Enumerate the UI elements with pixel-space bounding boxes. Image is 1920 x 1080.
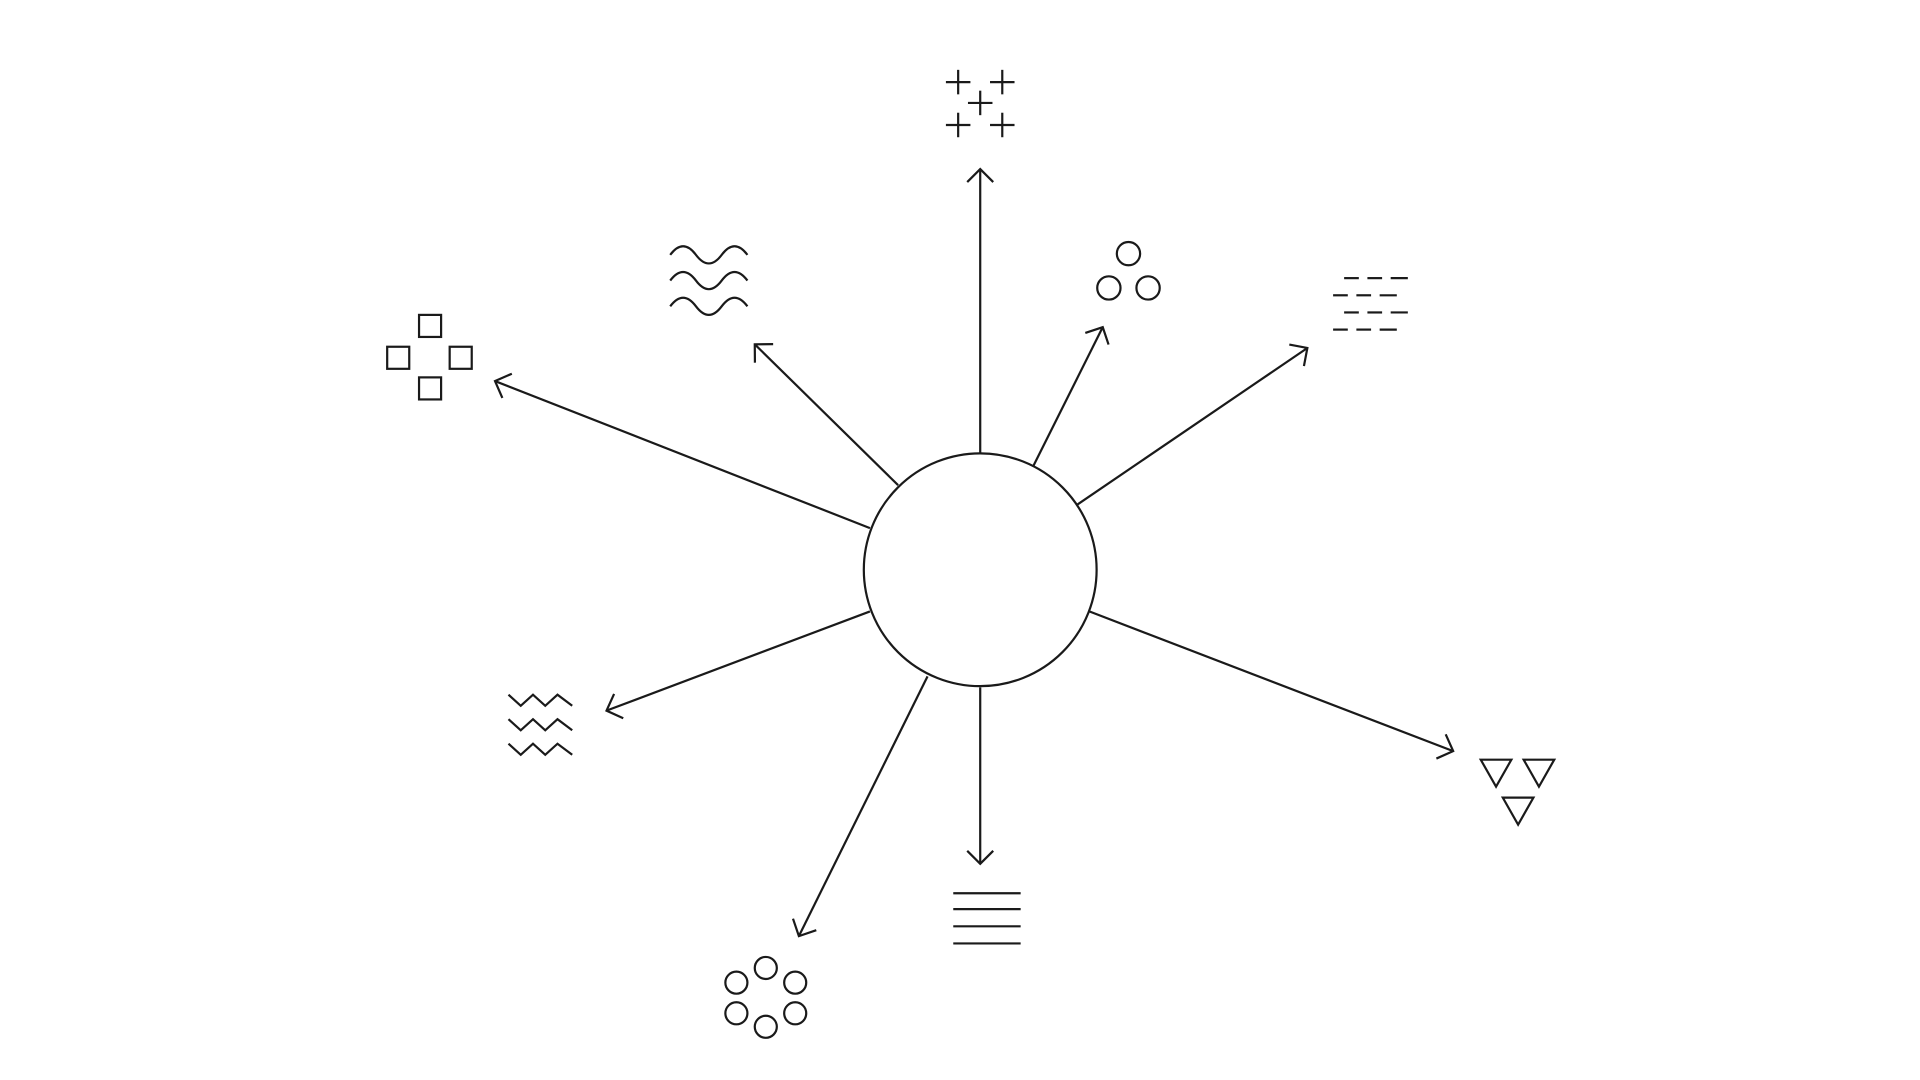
small-square <box>448 345 473 370</box>
small-circle <box>783 1001 808 1026</box>
crosses-icon <box>945 69 1015 138</box>
arrow-head <box>605 693 624 720</box>
small-square <box>386 345 411 370</box>
arrow-left-upper <box>493 372 871 530</box>
arrow-right-lower <box>1088 610 1455 760</box>
arrow-right-upper <box>1076 343 1309 506</box>
small-circle <box>724 970 749 995</box>
arrow-head <box>1435 733 1455 760</box>
zigzag <box>507 717 573 732</box>
circles-trio-icon <box>1096 240 1161 301</box>
arrow-shaft <box>797 675 929 937</box>
small-square <box>417 376 443 401</box>
zigzag <box>507 693 573 708</box>
small-circle <box>753 955 778 981</box>
arrow-shaft <box>606 610 871 712</box>
arrow-shaft <box>494 380 871 530</box>
arrow-head <box>1084 325 1110 345</box>
arrow-bottom <box>966 687 994 866</box>
small-circle <box>1135 275 1161 301</box>
small-circle <box>783 970 808 995</box>
center-circle <box>862 452 1098 688</box>
solid-lines-icon <box>953 892 1021 945</box>
wave <box>669 270 749 291</box>
small-circle <box>1115 240 1142 267</box>
triangle <box>1478 758 1514 789</box>
arrow-lower-left <box>791 675 929 938</box>
circle-ring-icon <box>724 955 808 1039</box>
dashed-lines-icon <box>1333 277 1408 331</box>
small-circle <box>724 1001 749 1026</box>
arrow-top <box>966 167 994 454</box>
wave <box>669 245 749 265</box>
small-square <box>417 313 443 339</box>
arrow-left-lower <box>605 610 871 720</box>
small-circle <box>753 1014 778 1039</box>
small-circle <box>1096 275 1122 301</box>
zigzag <box>507 742 573 757</box>
triangle <box>1500 796 1536 827</box>
triangle <box>1521 758 1557 789</box>
squares-icon <box>386 313 473 401</box>
arrow-upper-right <box>1031 325 1110 468</box>
zigzag-lines-icon <box>507 693 573 757</box>
wavy-lines-icon <box>669 245 749 316</box>
arrow-shaft <box>1076 347 1308 506</box>
diagram-root <box>386 69 1557 1039</box>
wave <box>669 296 749 316</box>
arrow-head <box>966 850 994 866</box>
arrow-head <box>753 343 774 363</box>
arrow-head <box>791 918 817 938</box>
arrow-head <box>493 372 513 399</box>
arrow-shaft <box>753 343 899 486</box>
arrow-shaft <box>1031 326 1104 468</box>
arrow-head <box>1289 343 1309 367</box>
triangles-icon <box>1478 758 1557 827</box>
arrow-shaft <box>1088 610 1454 753</box>
arrow-upper-left <box>753 343 899 486</box>
arrow-head <box>966 167 994 183</box>
